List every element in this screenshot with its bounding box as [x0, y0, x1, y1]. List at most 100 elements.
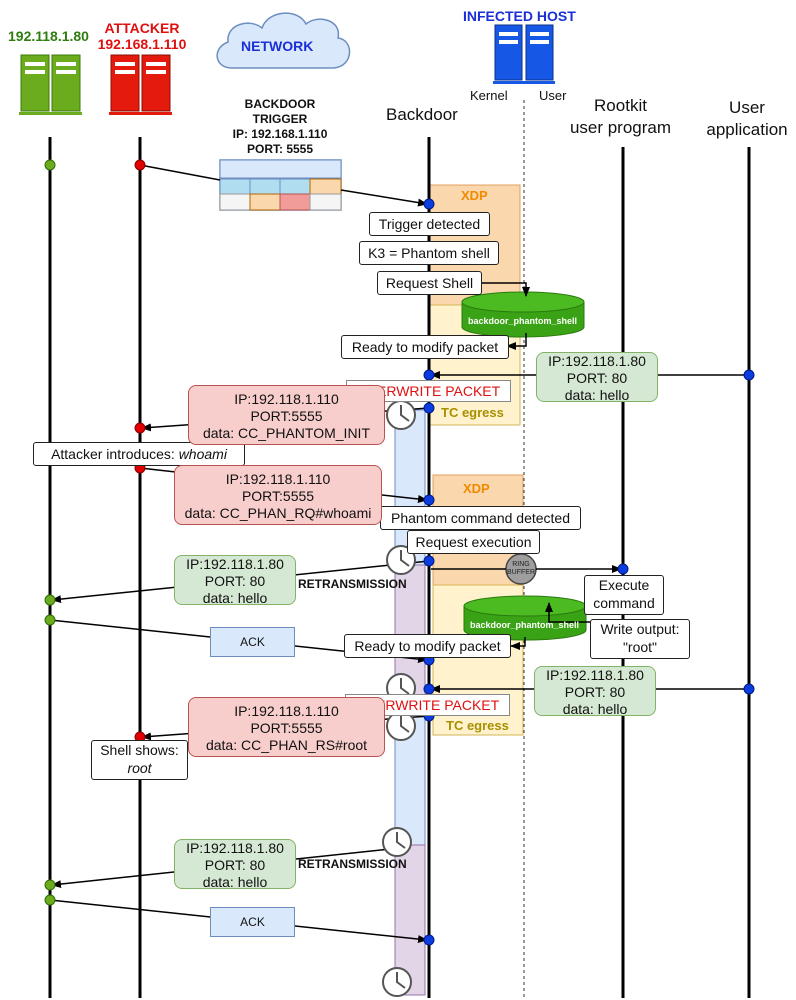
kernel-label: Kernel	[470, 88, 508, 103]
packet-data: data: hello	[562, 701, 628, 717]
dot-legit	[44, 894, 56, 906]
packet-port: PORT:5555	[250, 720, 323, 736]
rootkit-title-line1: Rootkit	[594, 96, 647, 115]
trigger-line2: TRIGGER	[252, 112, 308, 126]
ring-buffer-label: RING BUFFER	[506, 561, 536, 577]
attacker-intro-command: whoami	[178, 446, 227, 462]
tc-egress-label-1: TC egress	[441, 405, 504, 420]
packet-ip: IP:192.118.1.80	[546, 667, 644, 683]
attacker-ip: 192.168.1.110	[97, 36, 187, 52]
packet-phantom-init: IP:192.118.1.110 PORT:5555 data: CC_PHAN…	[188, 385, 385, 445]
network-label: NETWORK	[241, 38, 314, 54]
ring-line2: BUFFER	[507, 569, 535, 576]
dot-userapp	[743, 369, 755, 381]
execute-command-box: Execute command	[584, 575, 664, 615]
legit-host-ip: 192.118.1.80	[8, 28, 89, 44]
ready-modify-box-2: Ready to modify packet	[344, 634, 511, 658]
shell-shows-box: Shell shows: root	[91, 740, 188, 780]
dot-backdoor	[423, 402, 435, 414]
packet-ip: IP:192.118.1.80	[186, 840, 284, 856]
packet-data: data: CC_PHAN_RQ#whoami	[184, 505, 372, 521]
user-label: User	[539, 88, 567, 103]
packet-data: data: hello	[202, 590, 268, 606]
attacker-title: ATTACKER	[104, 20, 180, 36]
infected-host-server-icon	[493, 24, 555, 84]
xdp-label-2: XDP	[463, 481, 490, 496]
execute-line1: Execute	[598, 577, 650, 593]
timer-icon	[382, 967, 412, 997]
packet-data: data: CC_PHANTOM_INIT	[202, 425, 370, 441]
packet-data: data: hello	[202, 874, 268, 890]
legit-host-server-icon	[19, 54, 82, 115]
ack-box-2: ACK	[210, 907, 295, 937]
overwrite-packet-box-1: OVERWRITE PACKET	[346, 380, 511, 402]
user-app-column-title: User application	[697, 97, 796, 141]
attacker-header: ATTACKER 192.168.1.110	[96, 20, 188, 52]
packet-retransmission-2: IP:192.118.1.80 PORT: 80 data: hello	[174, 839, 296, 890]
dot-userapp	[743, 683, 755, 695]
xdp-label-1: XDP	[461, 188, 488, 203]
network-cloud	[216, 12, 351, 69]
packet-hello-2: IP:192.118.1.80 PORT: 80 data: hello	[534, 666, 656, 717]
tc-egress-label-2: TC egress	[446, 718, 509, 733]
packet-ip: IP:192.118.1.80	[548, 353, 646, 369]
trigger-packet-grid	[219, 159, 342, 211]
packet-port: PORT: 80	[204, 857, 266, 873]
ring-line1: RING	[512, 561, 530, 568]
packet-port: PORT: 80	[204, 573, 266, 589]
arrow-request-shell-to-map	[477, 282, 530, 297]
infected-host-title: INFECTED HOST	[463, 8, 576, 24]
packet-retransmission-1: IP:192.118.1.80 PORT: 80 data: hello	[174, 555, 296, 606]
timer-icon	[382, 827, 412, 857]
packet-ip: IP:192.118.1.110	[234, 391, 339, 407]
arrow-map-to-ready	[506, 333, 527, 350]
backdoor-trigger-label: BACKDOOR TRIGGER IP: 192.168.1.110 PORT:…	[224, 97, 336, 157]
attacker-introduces-box: Attacker introduces: whoami	[33, 442, 245, 466]
map-label-2: backdoor_phantom_shell	[470, 620, 580, 630]
arrow-map-to-ready-2	[510, 637, 526, 650]
dot-backdoor	[423, 555, 435, 567]
phantom-shell-map-1	[461, 291, 585, 338]
write-output-line2: "root"	[622, 639, 658, 655]
write-output-box: Write output: "root"	[590, 619, 690, 659]
write-output-line1: Write output:	[600, 621, 680, 637]
rootkit-title-line2: user program	[569, 118, 672, 137]
ack-box-1: ACK	[210, 627, 295, 657]
phantom-shell-map-2	[463, 595, 587, 641]
shell-shows-line1: Shell shows:	[100, 742, 179, 758]
attacker-intro-prefix: Attacker introduces:	[51, 446, 179, 462]
trigger-ip: IP: 192.168.1.110	[232, 127, 328, 141]
packet-port: PORT: 80	[564, 684, 626, 700]
packet-data: data: hello	[564, 387, 630, 403]
dot-legit	[44, 159, 56, 171]
packet-ip: IP:192.118.1.80	[186, 556, 284, 572]
arrow-write-output-to-map	[545, 602, 590, 623]
map-label-1: backdoor_phantom_shell	[468, 316, 578, 326]
phantom-command-detected-box: Phantom command detected	[380, 506, 581, 530]
packet-data: data: CC_PHAN_RS#root	[205, 737, 368, 753]
dot-legit	[44, 614, 56, 626]
packet-phantom-response: IP:192.118.1.110 PORT:5555 data: CC_PHAN…	[188, 697, 385, 757]
request-shell-box: Request Shell	[377, 271, 482, 295]
shell-shows-output: root	[127, 760, 152, 776]
dot-backdoor	[423, 494, 435, 506]
packet-ip: IP:192.118.1.110	[234, 703, 339, 719]
trigger-port: PORT: 5555	[246, 142, 314, 156]
request-execution-box: Request execution	[407, 530, 540, 554]
packet-ip: IP:192.118.1.110	[225, 471, 331, 487]
attacker-server-icon	[109, 54, 172, 115]
dot-backdoor	[423, 198, 435, 210]
trigger-line1: BACKDOOR	[244, 97, 316, 111]
dot-legit	[44, 879, 56, 891]
user-app-title-line2: application	[706, 120, 788, 139]
packet-hello-1: IP:192.118.1.80 PORT: 80 data: hello	[536, 352, 658, 403]
execute-line2: command	[593, 595, 655, 611]
retransmission-label-1: RETRANSMISSION	[298, 577, 407, 591]
dot-legit	[44, 594, 56, 606]
rootkit-column-title: Rootkit user program	[563, 95, 678, 139]
backdoor-column-title: Backdoor	[386, 105, 458, 124]
packet-port: PORT:5555	[241, 488, 315, 504]
packet-port: PORT:5555	[250, 408, 323, 424]
k3-phantom-shell-box: K3 = Phantom shell	[359, 241, 499, 265]
packet-phantom-request: IP:192.118.1.110 PORT:5555 data: CC_PHAN…	[174, 465, 382, 525]
